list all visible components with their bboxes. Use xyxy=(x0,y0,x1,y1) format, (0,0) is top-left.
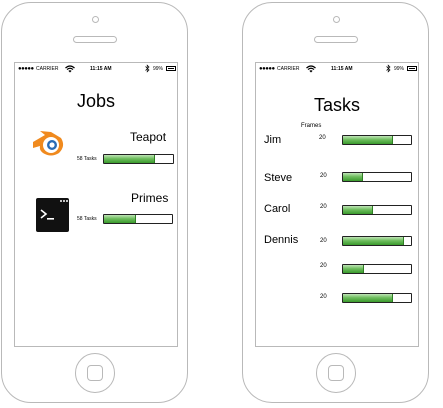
status-bar: ●●●●● CARRIER 11:15 AM 99% xyxy=(15,63,177,75)
job-tasks-count: 58 Tasks xyxy=(77,156,97,162)
task-progress-bar xyxy=(342,172,412,182)
speaker xyxy=(72,36,117,43)
frames-count: 20 xyxy=(320,294,327,300)
task-progress-bar xyxy=(342,205,412,215)
tasks-screen: ●●●●● CARRIER 11:15 AM 99% Tasks Frames … xyxy=(255,62,419,347)
battery-percent: 99% xyxy=(394,66,405,72)
worker-name: Jim xyxy=(264,134,282,146)
battery-icon xyxy=(166,66,176,71)
frames-count: 20 xyxy=(320,173,327,179)
worker-name: Steve xyxy=(264,172,293,184)
terminal-icon[interactable] xyxy=(36,198,69,232)
camera xyxy=(332,16,340,23)
camera xyxy=(91,16,99,23)
wifi-icon xyxy=(306,65,316,73)
phone-frame-tasks: ●●●●● CARRIER 11:15 AM 99% Tasks Frames … xyxy=(242,2,429,403)
frames-column-header: Frames xyxy=(301,123,322,129)
job-name-teapot[interactable]: Teapot xyxy=(130,130,167,144)
home-button[interactable] xyxy=(315,353,356,393)
signal-strength-icon: ●●●●● xyxy=(18,66,34,72)
battery-percent: 99% xyxy=(153,66,164,72)
carrier-label: CARRIER xyxy=(36,66,59,72)
jobs-screen: ●●●●● CARRIER 11:15 AM 99% Jobs Teapot 5… xyxy=(14,62,178,347)
status-bar: ●●●●● CARRIER 11:15 AM 99% xyxy=(256,63,418,75)
frames-count: 20 xyxy=(319,135,326,141)
job-name-primes[interactable]: Primes xyxy=(131,191,169,205)
wifi-icon xyxy=(65,65,75,73)
clock: 11:15 AM xyxy=(331,66,353,72)
blender-icon[interactable] xyxy=(31,126,67,158)
task-progress-bar xyxy=(342,293,412,303)
phone-frame-jobs: ●●●●● CARRIER 11:15 AM 99% Jobs Teapot 5… xyxy=(1,2,188,403)
speaker xyxy=(313,36,358,43)
clock: 11:15 AM xyxy=(90,66,112,72)
task-progress-bar xyxy=(342,135,412,145)
carrier-label: CARRIER xyxy=(277,66,300,72)
task-progress-bar xyxy=(342,264,412,274)
frames-count: 20 xyxy=(320,263,327,269)
job-tasks-count: 58 Tasks xyxy=(77,216,97,222)
page-title: Tasks xyxy=(313,95,360,115)
home-button[interactable] xyxy=(74,353,115,393)
job-progress-bar xyxy=(103,214,173,224)
frames-count: 20 xyxy=(320,238,327,244)
frames-count: 20 xyxy=(320,204,327,210)
battery-icon xyxy=(407,66,417,71)
job-progress-bar xyxy=(103,154,174,164)
worker-name: Carol xyxy=(264,203,291,215)
worker-name: Dennis xyxy=(264,234,299,246)
bluetooth-icon xyxy=(145,64,150,73)
page-title: Jobs xyxy=(76,91,116,111)
signal-strength-icon: ●●●●● xyxy=(259,66,275,72)
bluetooth-icon xyxy=(386,64,391,73)
task-progress-bar xyxy=(342,236,412,246)
